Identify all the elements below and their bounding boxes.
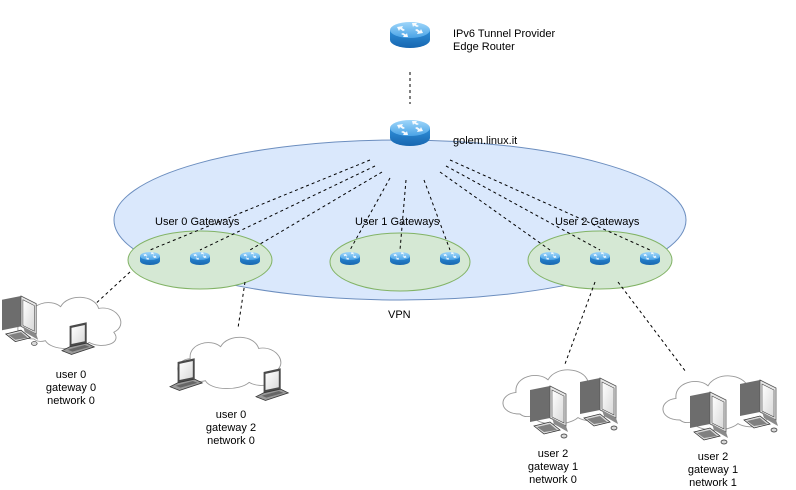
router-icon: [440, 252, 460, 265]
router-icon: [340, 252, 360, 265]
desktop-icon: [689, 391, 729, 445]
edge-router-label: IPv6 Tunnel Provider Edge Router: [453, 28, 555, 54]
link-gw2-net0-user0: [237, 281, 246, 329]
link-golem-gw1-c: [423, 179, 451, 251]
link-golem-gw1-a: [349, 177, 391, 251]
link-golem-gw0-b: [199, 165, 376, 251]
router-icon: [390, 252, 410, 265]
link-golem-gw2-b: [445, 165, 601, 251]
network-gateway: gateway 1: [527, 461, 579, 473]
network-user: user 2: [697, 451, 729, 463]
link-golem-gw2-c: [449, 159, 651, 251]
net-user2-gw1-net0: [502, 369, 619, 439]
vpn-router: [390, 120, 430, 146]
link-golem-gw0-a: [149, 159, 371, 251]
router-icon: [590, 252, 610, 265]
network-label-user2-net1: user 2 gateway 1 network 1: [676, 451, 750, 490]
router-icon: [140, 252, 160, 265]
net-user2-gw1-net1: [662, 375, 779, 445]
group-user0-label: User 0 Gateways: [155, 216, 240, 228]
network-name: network 0: [529, 474, 577, 486]
network-user: user 2: [537, 448, 569, 460]
router-icon: [640, 252, 660, 265]
link-gw2b-net1-user2: [617, 281, 687, 373]
network-name: network 0: [207, 435, 255, 447]
desktop-icon: [579, 377, 619, 431]
vpn-label: VPN: [388, 309, 411, 321]
link-golem-gw0-c: [249, 171, 383, 251]
network-label-user2-net0: user 2 gateway 1 network 0: [516, 448, 590, 487]
network-gateway: gateway 0: [45, 382, 97, 394]
group-user1-label: User 1 Gateways: [355, 216, 440, 228]
edge-router-label-line2: Edge Router: [453, 41, 515, 53]
router-icon: [240, 252, 260, 265]
group-user2-label: User 2 Gateways: [555, 216, 640, 228]
network-user: user 0: [55, 369, 87, 381]
network-name: network 0: [47, 395, 95, 407]
network-gateway: gateway 2: [205, 422, 257, 434]
network-label-user0-gw2: user 0 gateway 2 network 0: [196, 409, 266, 448]
vpn-router-label: golem.linux.it: [453, 135, 518, 147]
link-golem-gw2-a: [439, 171, 551, 251]
desktop-icon: [529, 385, 569, 439]
link-gw2b-net0-user2: [564, 281, 596, 365]
network-name: network 1: [689, 477, 737, 489]
network-gateway: gateway 1: [687, 464, 739, 476]
network-user: user 0: [215, 409, 247, 421]
net-user0-gw2: [169, 336, 289, 401]
router-icon: [190, 252, 210, 265]
edge-router: [390, 22, 430, 48]
net-user0-gw0: [1, 295, 122, 355]
router-icon: [540, 252, 560, 265]
network-label-user0-gw0: user 0 gateway 0 network 0: [36, 369, 106, 408]
edge-router-label-line1: IPv6 Tunnel Provider: [453, 28, 556, 40]
